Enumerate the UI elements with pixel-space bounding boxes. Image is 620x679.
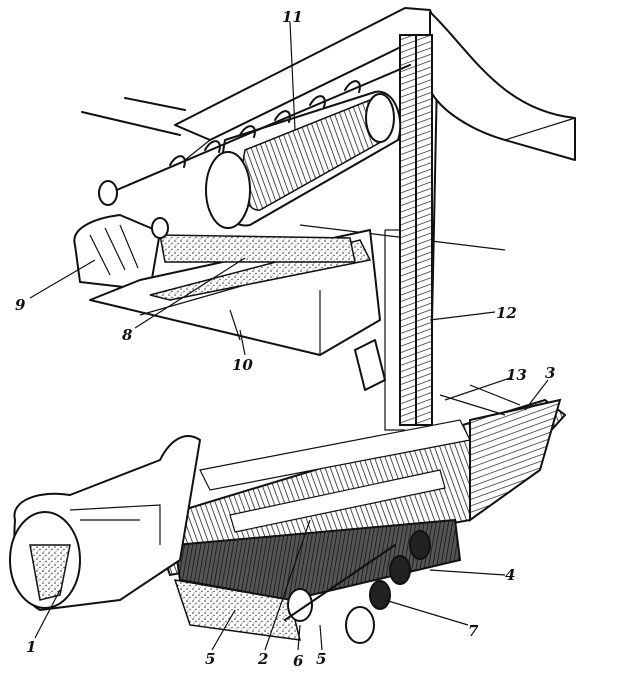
label-3: 3 (545, 364, 555, 382)
leader-lines (29, 21, 549, 651)
label-2: 2 (257, 650, 268, 668)
right-outlet (354, 339, 562, 522)
drum-separator (98, 64, 411, 229)
label-7: 7 (468, 622, 479, 640)
upper-housing (81, 7, 576, 426)
part-labels: 1 2 3 4 5 5 6 7 8 9 10 11 12 13 (15, 8, 555, 670)
label-8: 8 (122, 326, 133, 344)
label-12: 12 (496, 304, 517, 322)
label-5a: 5 (205, 650, 215, 668)
upper-tray (73, 214, 381, 356)
label-11: 11 (282, 8, 303, 26)
label-1: 1 (26, 638, 36, 656)
label-13: 13 (506, 366, 527, 384)
label-9: 9 (15, 296, 26, 314)
left-hopper (9, 435, 201, 611)
label-6: 6 (293, 652, 304, 670)
vertical-elevator (384, 34, 433, 431)
label-4: 4 (505, 566, 515, 584)
label-5b: 5 (316, 650, 326, 668)
label-10: 10 (232, 356, 253, 374)
